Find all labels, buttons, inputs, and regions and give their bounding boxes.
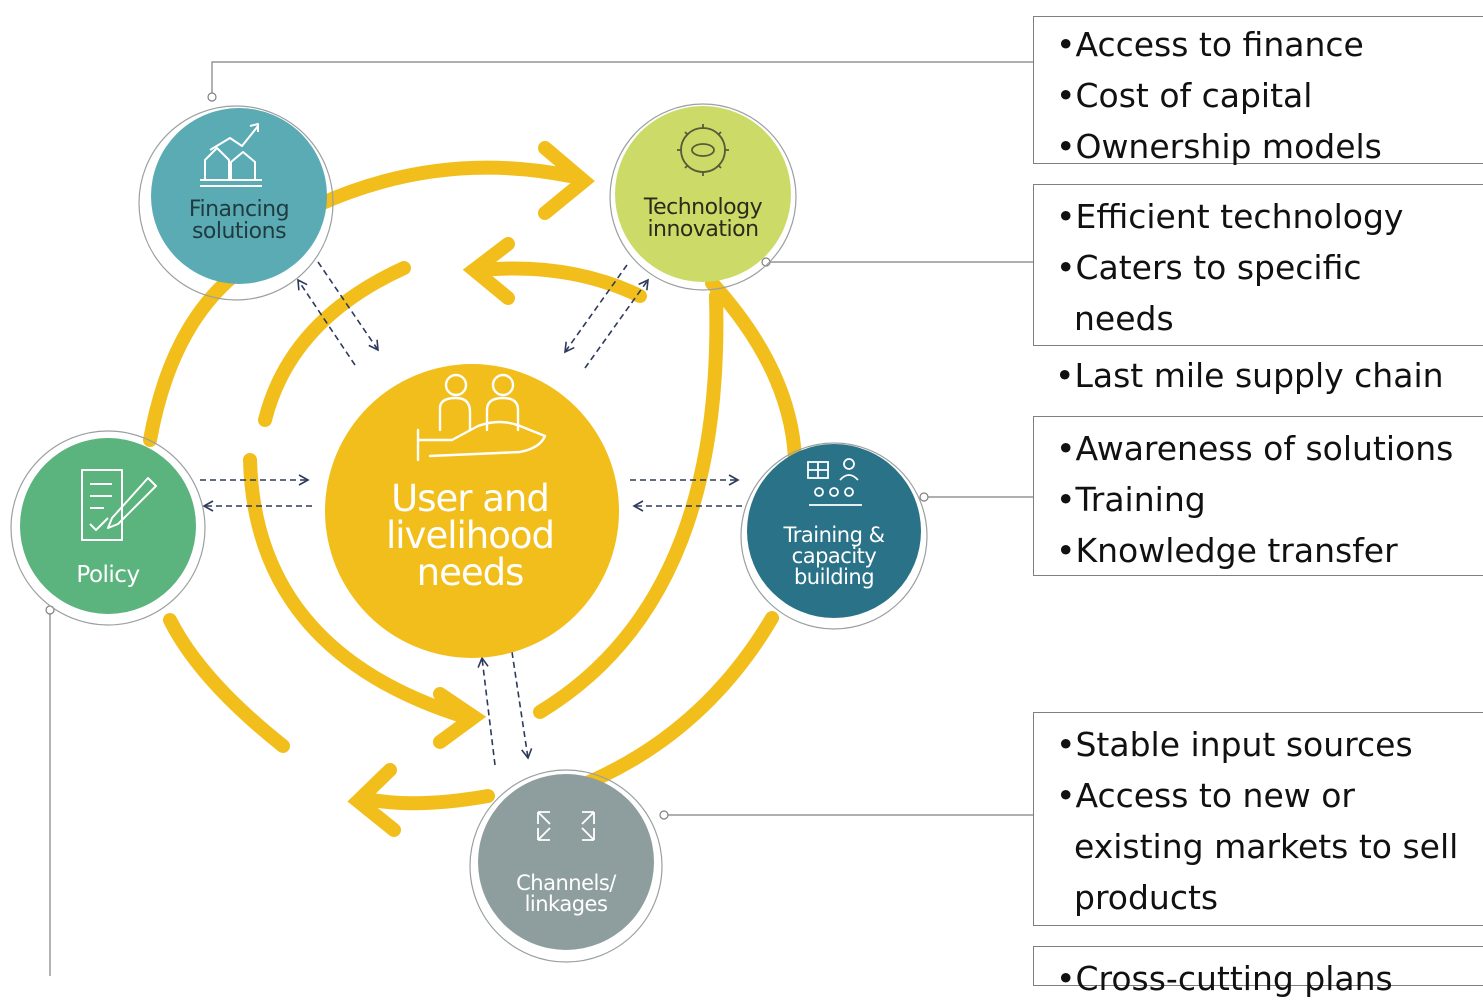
dashed-arrows: [200, 261, 742, 766]
node-circle-channels: [478, 774, 654, 950]
dash-arrow-technology-out: [584, 278, 649, 369]
halo-policy: [10, 430, 206, 626]
inner-ring: [243, 237, 724, 749]
node-label-financing: Financing solutions: [159, 199, 319, 243]
box-training-item-1: •Awareness of solutions: [1056, 429, 1454, 468]
box-financing-item-3: •Ownership models: [1056, 127, 1382, 167]
box-technology-item-2: •Caters to specific: [1056, 248, 1362, 288]
connector-dot-financing: [207, 92, 217, 102]
halo-channels: [469, 769, 663, 963]
box-policy-item-1: •Cross-cutting plans: [1056, 959, 1393, 998]
box-training-item-3: •Knowledge transfer: [1056, 531, 1398, 571]
connector-financing: [211, 61, 1033, 97]
box-channels-item-1: •Stable input sources: [1056, 725, 1413, 764]
box-technology: •Efficient technology •Caters to specifi…: [1033, 184, 1483, 346]
training-line-1: Training &: [783, 523, 885, 547]
channels-line-1: Channels/: [516, 871, 616, 895]
dash-arrow-technology-in: [564, 264, 628, 354]
inner-arrowhead-top: [462, 237, 515, 305]
node-halos: [10, 103, 928, 963]
box-training-item-2: •Training: [1056, 480, 1206, 520]
technology-line-1: Technology: [643, 195, 763, 220]
box-technology-extra: •Last mile supply chain: [1033, 350, 1483, 402]
hand-people-icon: [416, 373, 547, 462]
box-channels-item-3: existing markets to sell: [1074, 827, 1459, 867]
outer-arc-right: [705, 276, 803, 487]
node-label-training: Training & capacity building: [754, 525, 914, 588]
document-pen-icon: [81, 469, 157, 541]
inner-arc-right: [533, 289, 724, 719]
training-line-3: building: [793, 565, 875, 589]
financing-line-2: solutions: [191, 219, 287, 244]
center-line-2: livelihood: [386, 514, 555, 557]
inner-arrowhead-left: [433, 687, 487, 749]
inner-arc-top: [473, 261, 647, 303]
halo-financing: [138, 105, 334, 301]
box-technology-item-4: •Last mile supply chain: [1055, 356, 1444, 395]
diagram-canvas: [10, 61, 1033, 976]
box-financing-item-2: •Cost of capital: [1056, 76, 1313, 116]
outer-arc-top: [311, 160, 577, 212]
node-circle-financing: [151, 108, 327, 284]
connector-dot-channels: [659, 810, 669, 820]
node-circle-training: [747, 444, 921, 618]
node-label-channels: Channels/ linkages: [486, 873, 646, 915]
technology-line-2: innovation: [647, 217, 759, 242]
node-label-policy: Policy: [28, 564, 188, 587]
dash-arrow-channels-in: [511, 651, 533, 760]
connector-dot-training: [919, 492, 929, 502]
node-label-technology: Technology innovation: [623, 197, 783, 241]
box-technology-item-1: •Efficient technology: [1056, 197, 1404, 236]
node-circle-technology: [615, 106, 791, 282]
expand-arrows-icon: [537, 811, 595, 841]
dash-arrow-channels-out: [477, 656, 496, 766]
center-line-3: needs: [416, 551, 525, 594]
halo-training: [740, 442, 928, 630]
connector-lines: [45, 61, 1033, 976]
channels-line-2: linkages: [524, 892, 608, 916]
box-channels-item-2: •Access to new or: [1056, 776, 1355, 816]
outer-arc-right-lower: [563, 611, 779, 797]
outer-arc-left-upper: [143, 270, 239, 447]
box-policy: •Cross-cutting plans: [1033, 946, 1483, 998]
box-financing: •Access to finance •Cost of capital •Own…: [1033, 16, 1483, 166]
gear-icon: [677, 124, 729, 176]
halo-technology: [609, 103, 797, 291]
inner-arc-left-lower: [243, 453, 469, 723]
dash-arrow-financing-out: [297, 278, 356, 366]
box-technology-item-3: needs: [1074, 299, 1174, 339]
training-presentation-icon: [807, 458, 862, 506]
center-line-1: User and: [391, 477, 550, 520]
financing-line-1: Financing: [188, 197, 290, 222]
inner-arc-left: [258, 261, 411, 427]
outer-arc-bottom-left: [365, 789, 495, 811]
box-training: •Awareness of solutions •Training •Knowl…: [1033, 416, 1483, 576]
box-channels: •Stable input sources •Access to new or …: [1033, 712, 1483, 926]
dash-arrow-financing-in: [317, 261, 379, 352]
box-channels-item-4: products: [1074, 878, 1219, 918]
policy-line-1: Policy: [76, 562, 140, 588]
outer-arrowhead-top: [538, 141, 595, 220]
outer-arc-left-lower: [163, 613, 290, 753]
box-financing-item-1: •Access to finance: [1056, 25, 1364, 64]
outer-arrowhead-bottom: [347, 763, 401, 837]
training-line-2: capacity: [791, 544, 877, 568]
bar-chart-growth-icon: [200, 123, 262, 187]
center-label: User and livelihood needs: [330, 480, 610, 591]
